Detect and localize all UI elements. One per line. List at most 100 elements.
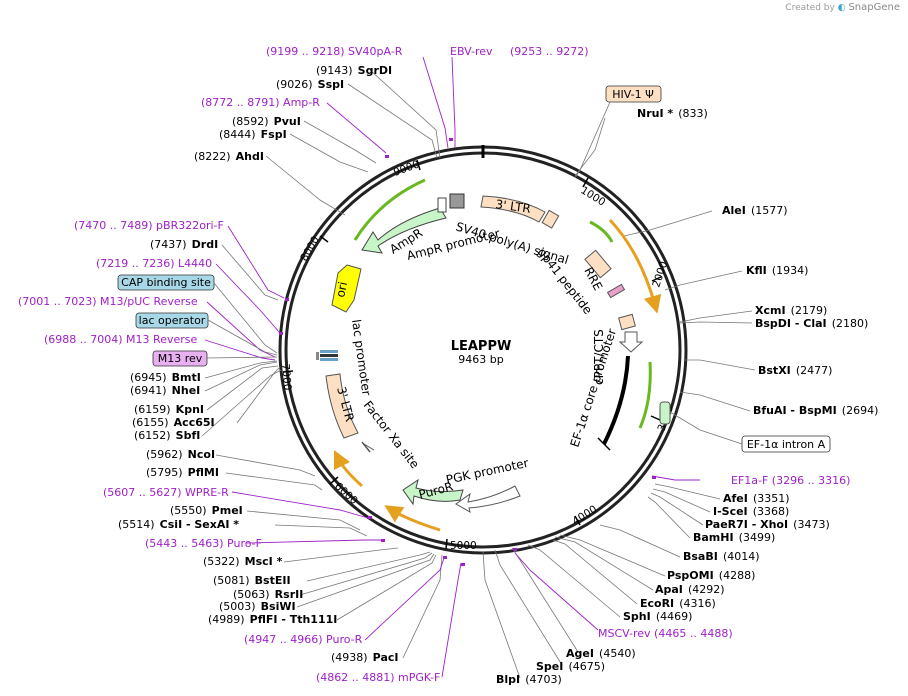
tick-7000: 7000	[279, 363, 293, 391]
cap-binding-site-label: CAP binding site	[117, 274, 215, 291]
site-afei: AfeI (3351)	[723, 487, 790, 506]
primer-amp-r: (8772 .. 8791) Amp-R	[201, 96, 320, 109]
site-bamhi: BamHI (3499)	[693, 526, 775, 545]
site-bstxi: BstXI (2477)	[758, 359, 832, 378]
site-kfli: KflI (1934)	[746, 259, 808, 278]
site-kpni: (6159) KpnI	[134, 398, 204, 417]
ltr3-top-feature[interactable]	[480, 195, 546, 223]
site-pflmi: (5795) PflMI	[146, 461, 219, 480]
position-ticks	[282, 159, 662, 550]
site-csii: (5514) CsiI - SexAI *	[118, 513, 239, 532]
orange-arc-left-b	[384, 505, 441, 532]
site-fspi: (8444) FspI	[219, 123, 287, 142]
hiv-psi-label: HIV-1 Ψ	[605, 85, 662, 103]
site-rsrii: (5063) RsrII	[233, 583, 303, 602]
tick-2000: 2000	[650, 260, 670, 289]
site-pvui: (8592) PvuI	[232, 110, 301, 129]
primer-puro-f: (5443 .. 5463) Puro-F	[145, 537, 262, 550]
site-nrui: NruI * (833)	[637, 102, 708, 121]
primer-pbr322ori-f: (7470 .. 7489) pBR322ori-F	[74, 219, 224, 232]
site-bsteii: (5081) BstEII	[213, 569, 291, 588]
primer-m13-puc-reverse: (7001 .. 7023) M13/pUC Reverse	[18, 295, 198, 308]
gp41-feature[interactable]	[606, 283, 626, 299]
site-bsabi: BsaBI (4014)	[683, 545, 760, 564]
svg-text:HIV-1 Ψ: HIV-1 Ψ	[612, 88, 654, 101]
tick-8000: 8000	[298, 234, 322, 263]
site-xcmi: XcmI (2179)	[755, 299, 827, 318]
site-drdi: (7437) DrdI	[150, 233, 218, 252]
orange-arc-left-top	[333, 454, 352, 462]
tick-5000: 5000	[450, 540, 477, 552]
plasmid-name: LEAPPW	[451, 339, 512, 354]
site-paci: (4938) PacI	[331, 646, 398, 665]
green-arc-right-top	[589, 220, 614, 243]
primer-markers	[279, 138, 656, 566]
site-sspi: (9026) SspI	[276, 73, 344, 92]
svg-text:M13 rev: M13 rev	[158, 352, 203, 365]
site-bsiwi: (5003) BsiWI	[219, 595, 296, 614]
ef1a-core-feature[interactable]	[602, 355, 630, 445]
ef1a-intron-marker	[659, 401, 671, 425]
site-acc65i: (6155) Acc65I	[132, 411, 215, 430]
pgk-feature[interactable]	[455, 485, 521, 514]
primer-sv40pa-r: (9199 .. 9218) SV40pA-R	[266, 45, 403, 58]
ampr-marker-feature	[449, 193, 465, 209]
primer-labels: (9199 .. 9218) SV40pA-R EBV-rev (9253 ..…	[18, 45, 850, 684]
green-arc-right-mid	[638, 361, 652, 429]
boxed-labels: CAP binding site lac operator M13 rev HI…	[117, 85, 831, 453]
site-bmti: (6945) BmtI	[130, 366, 201, 385]
plasmid-length: 9463 bp	[458, 353, 503, 366]
site-bspdi: BspDI - ClaI (2180)	[755, 312, 868, 331]
snapgene-logo-icon: ◐	[837, 3, 846, 13]
primer-puro-r: (4947 .. 4966) Puro-R	[244, 633, 363, 646]
site-paer7i: PaeR7I - XhoI (3473)	[705, 513, 830, 532]
primer-ebv-rev: EBV-rev	[450, 45, 493, 58]
right-leader-lines	[482, 117, 756, 679]
rre-feature[interactable]	[584, 249, 612, 279]
site-pflfi: (4989) PflFI - Tth111I	[208, 608, 337, 627]
credit-prefix: Created by	[785, 3, 835, 13]
tick-6000: 6000	[332, 480, 360, 507]
primer-m13-reverse: (6988 .. 7004) M13 Reverse	[44, 333, 197, 346]
ltr3-top-label: 3' LTR	[495, 197, 532, 216]
tick-9000: 9000	[392, 158, 421, 178]
primer-ef1a-f: EF1a-F (3296 .. 3316)	[731, 474, 850, 487]
primer-mscv-rev: MSCV-rev (4465 .. 4488)	[598, 627, 733, 640]
site-pspomi: PspOMI (4288)	[667, 564, 755, 583]
pgk-label: PGK promoter	[445, 456, 530, 487]
orange-arc-left-a	[333, 449, 363, 488]
site-sphi: SphI (4469)	[623, 605, 692, 624]
left-sites: (9143) SgrDI (9026) SspI (8592) PvuI (84…	[118, 64, 398, 665]
site-bfuai: BfuAI - BspMI (2694)	[753, 399, 878, 418]
ori-feature[interactable]	[331, 264, 362, 313]
factor-xa-label: Factor Xa site	[361, 398, 422, 471]
primer-l4440: (7219 .. 7236) L4440	[96, 257, 212, 270]
puror-feature[interactable]	[402, 478, 464, 506]
orange-arc-right	[608, 218, 662, 314]
ampr-arc	[353, 178, 426, 241]
site-agei: AgeI (4540)	[566, 642, 636, 661]
ampr-promoter-feature[interactable]	[437, 197, 447, 213]
snapgene-credit: Created by ◐ SnapGene	[785, 2, 900, 13]
lac-promoter-label: lac promoter	[349, 318, 374, 396]
left-leader-lines	[201, 69, 443, 659]
site-pmei: (5550) PmeI	[170, 499, 243, 518]
site-iscei: I-SceI (3368)	[713, 500, 789, 519]
lac-operator-label: lac operator	[135, 312, 209, 329]
site-alei: AleI (1577)	[722, 199, 788, 218]
ampr-feature[interactable]	[361, 207, 447, 254]
ltr3-left-feature[interactable]	[325, 373, 359, 439]
boxed-label-connectors	[206, 101, 743, 445]
primer-wpre-r: (5607 .. 5627) WPRE-R	[103, 486, 229, 499]
tick-4000: 4000	[570, 503, 599, 527]
cppt-feature[interactable]	[618, 313, 636, 331]
site-ncoi: (5962) NcoI	[146, 443, 215, 462]
sv40-small-box	[541, 209, 560, 229]
svg-text:CAP binding site: CAP binding site	[121, 276, 211, 289]
right-sites: NruI * (833) AleI (1577) KflI (1934) Xcm…	[496, 102, 878, 687]
site-spei: SpeI (4675)	[536, 655, 605, 674]
site-blpi: BlpI (4703)	[496, 668, 562, 687]
ori-arc	[318, 270, 325, 320]
primer-ebv-rev-pos: (9253 .. 9272)	[510, 45, 589, 58]
